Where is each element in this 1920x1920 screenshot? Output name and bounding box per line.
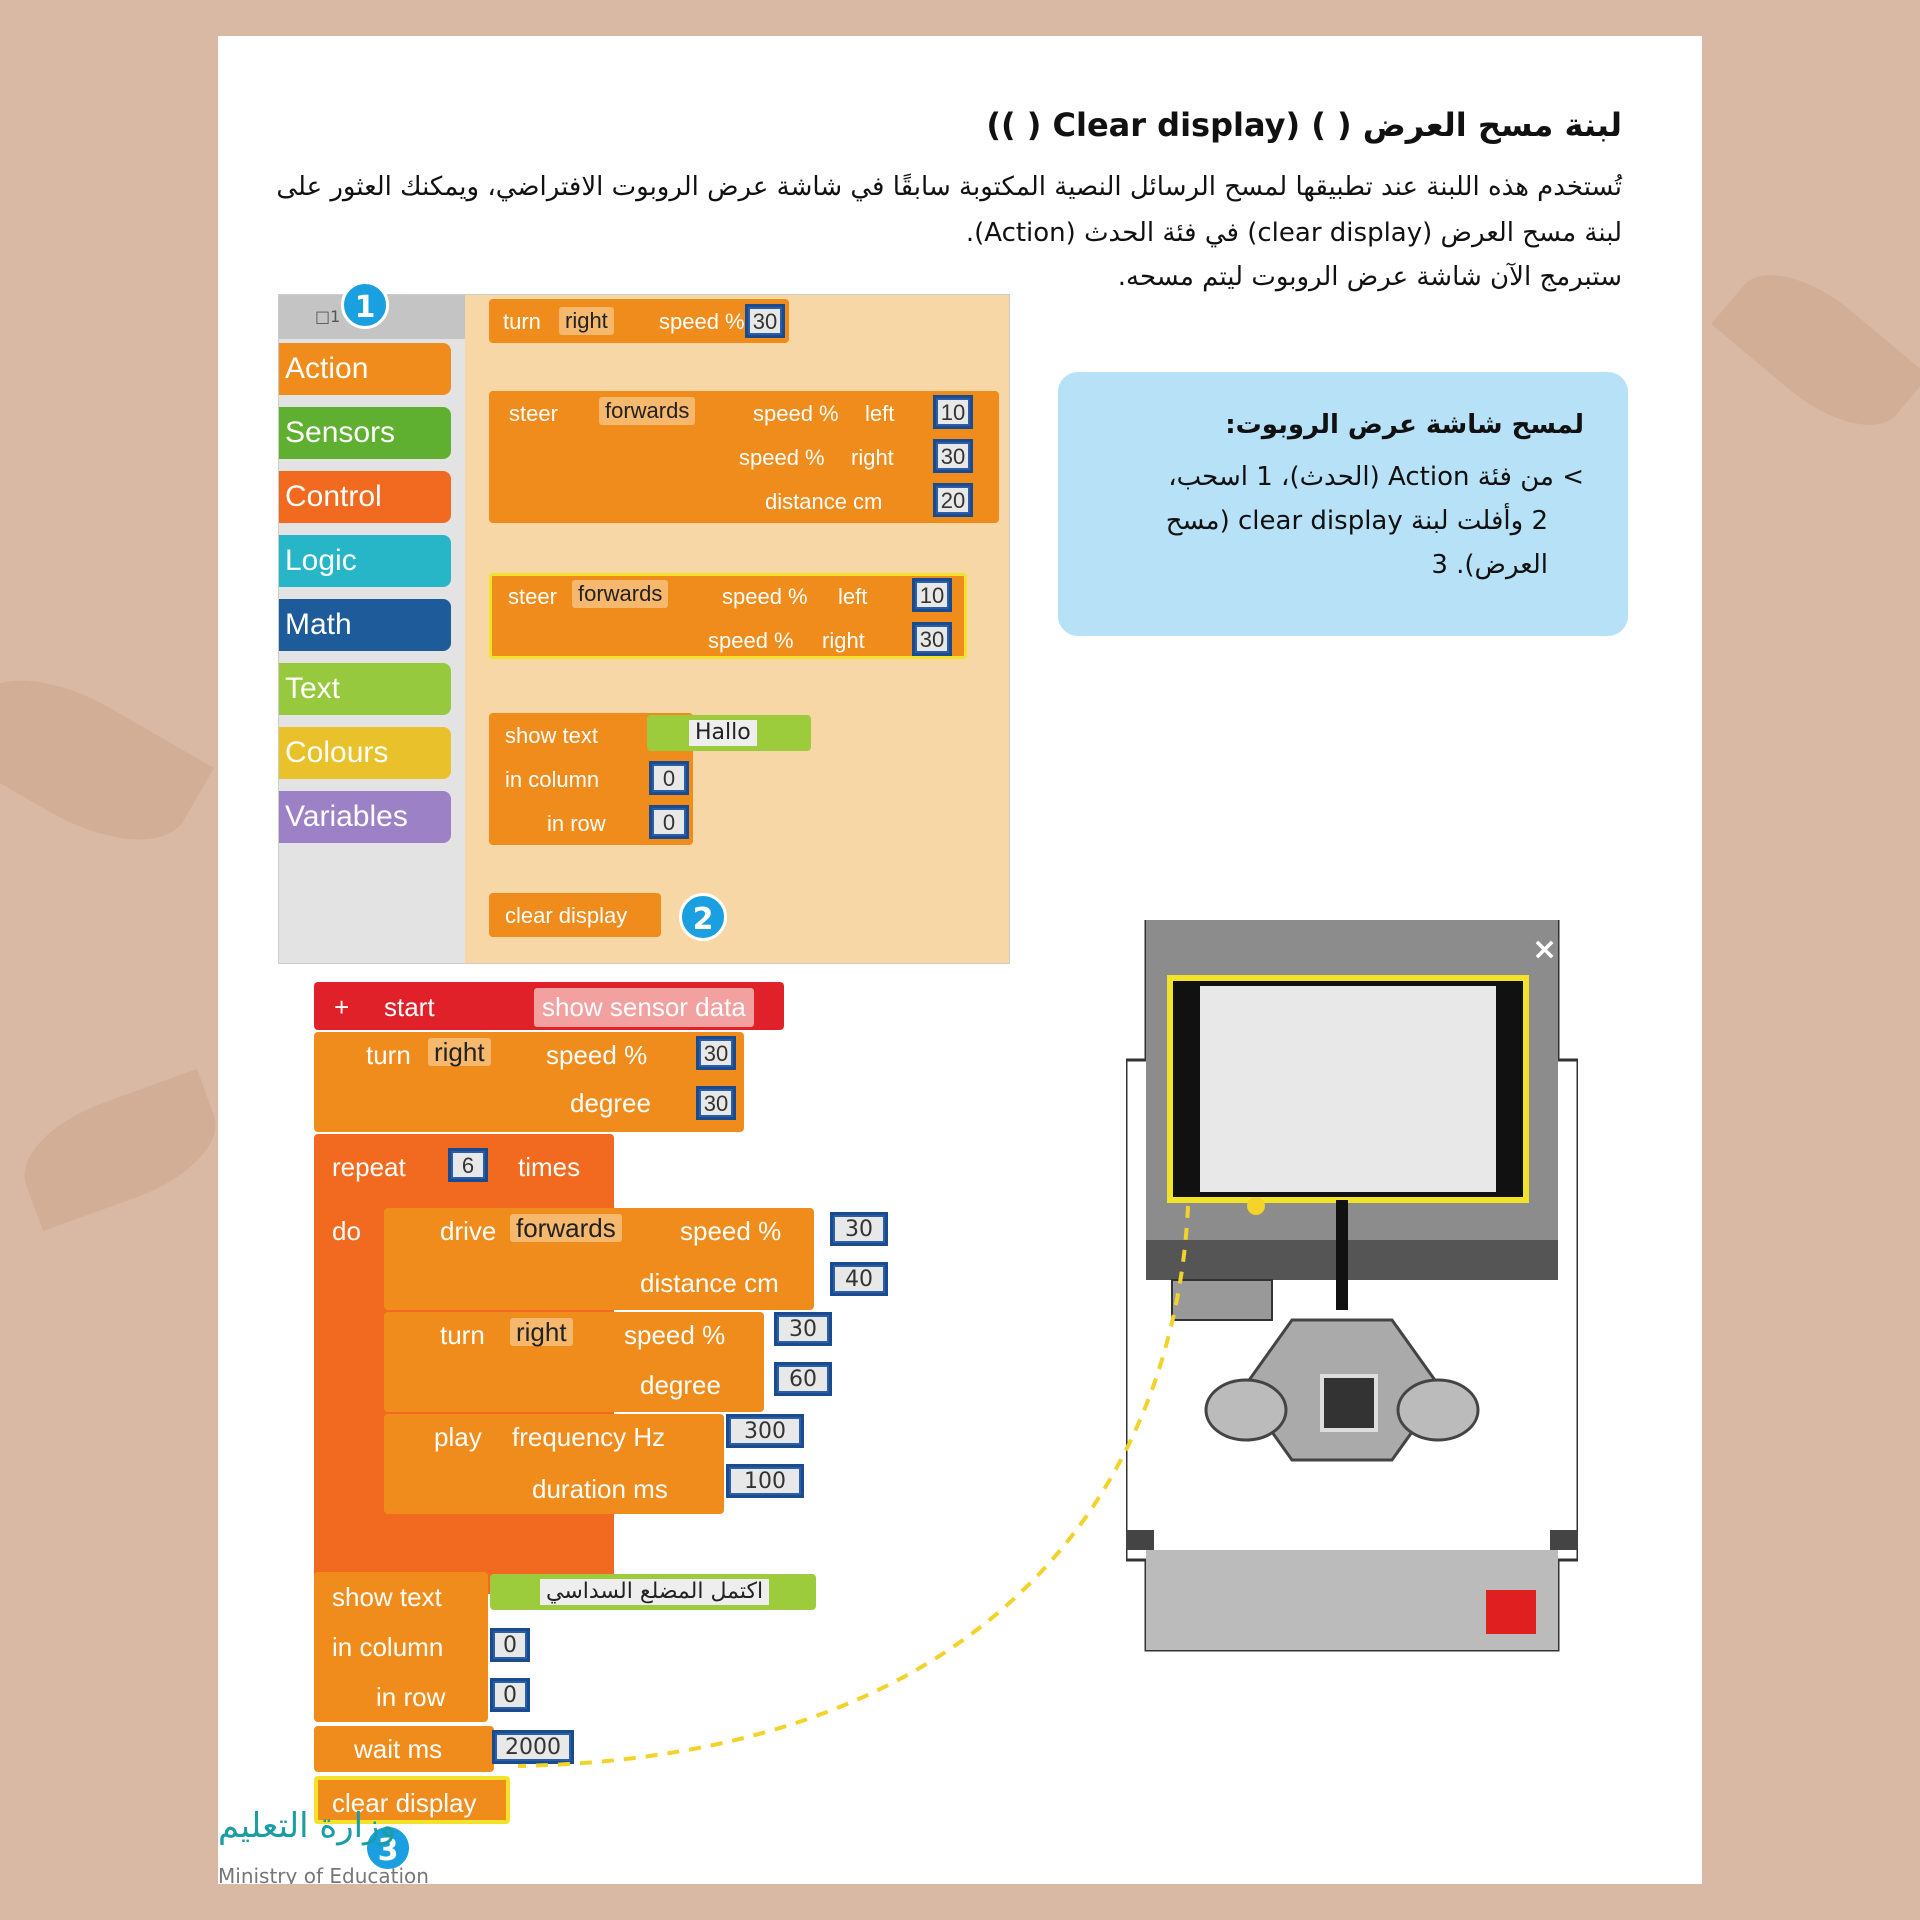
step-marker-3: 3 [364, 1824, 412, 1872]
step-marker-2: 2 [679, 893, 727, 941]
category-math[interactable]: Math [279, 599, 451, 651]
note-line-3: العرض). 3 [1431, 550, 1548, 580]
background-leaf [1711, 247, 1920, 453]
connector-dashed-line [517, 1197, 1265, 1768]
ministry-logo-en: Ministry of Education [218, 1864, 429, 1884]
note-heading: لمسح شاشة عرض الروبوت: [1225, 410, 1584, 440]
wait-block[interactable]: wait ms [314, 1726, 494, 1772]
degree-value[interactable]: 60 [774, 1362, 832, 1396]
hallo-text-block[interactable]: Hallo [647, 715, 811, 751]
category-variables[interactable]: Variables [279, 791, 451, 843]
drive-block[interactable]: drive forwards speed % distance cm [384, 1208, 814, 1310]
blockly-workspace: □1 ☆2 Action Sensors Control Logic Math … [278, 281, 1010, 964]
category-control[interactable]: Control [279, 471, 451, 523]
category-action[interactable]: Action [279, 343, 451, 395]
close-icon[interactable]: × [1532, 932, 1558, 967]
note-line-1: > من فئة Action (الحدث)، 1 اسحب، [1168, 462, 1584, 492]
background-leaf [0, 648, 214, 872]
start-block[interactable]: + start show sensor data [314, 982, 784, 1030]
duration-value[interactable]: 100 [726, 1464, 804, 1498]
page-title: لبنة مسح العرض ( ) (Clear display ( )) [986, 106, 1622, 144]
wait-value[interactable]: 2000 [492, 1730, 574, 1764]
speed-value[interactable]: 30 [830, 1212, 888, 1246]
textbook-page: لبنة مسح العرض ( ) (Clear display ( )) ت… [218, 36, 1702, 1884]
show-text-block[interactable]: show text in column in row 0 0 [489, 713, 693, 845]
steer-block[interactable]: steer forwards speed % left 10 speed % r… [489, 573, 967, 659]
category-palette: □1 ☆2 Action Sensors Control Logic Math … [279, 295, 465, 963]
step-marker-1: 1 [341, 281, 389, 329]
frequency-value[interactable]: 300 [726, 1414, 804, 1448]
hexagon-text-block[interactable]: اكتمل المضلع السداسي [490, 1574, 816, 1610]
turn-block[interactable]: turn right speed % 30 [489, 299, 789, 343]
distance-value[interactable]: 40 [830, 1262, 888, 1296]
steer-distance-block[interactable]: steer forwards speed % left 10 speed % r… [489, 391, 999, 523]
description-paragraph: تُستخدم هذه اللبنة عند تطبيقها لمسح الرس… [276, 172, 1622, 248]
background-leaf [8, 1068, 232, 1232]
category-colours[interactable]: Colours [279, 727, 451, 779]
turn-degree-block[interactable]: turn right speed % 30 degree 30 [314, 1032, 744, 1132]
category-text[interactable]: Text [279, 663, 451, 715]
show-text-program-block[interactable]: show text in column in row [314, 1572, 488, 1722]
instruction-paragraph: ستبرمج الآن شاشة عرض الروبوت ليتم مسحه. [1117, 262, 1622, 292]
category-logic[interactable]: Logic [279, 535, 451, 587]
play-block[interactable]: play frequency Hz duration ms [384, 1414, 724, 1514]
turn-speed-value[interactable]: 30 [774, 1312, 832, 1346]
column-value[interactable]: 0 [490, 1628, 530, 1662]
row-value[interactable]: 0 [490, 1678, 530, 1712]
turn-block-inner[interactable]: turn right speed % degree [384, 1312, 764, 1412]
clear-display-block[interactable]: clear display [489, 893, 661, 937]
robot-brick-illustration [1126, 920, 1578, 1652]
category-sensors[interactable]: Sensors [279, 407, 451, 459]
clear-display-program-block[interactable]: clear display [314, 1776, 510, 1824]
note-line-2: 2 وأفلت لبنة clear display (مسح [1165, 506, 1548, 536]
instruction-note: لمسح شاشة عرض الروبوت: > من فئة Action (… [1058, 372, 1628, 636]
ministry-logo: وزارة التعليم [218, 1806, 396, 1846]
